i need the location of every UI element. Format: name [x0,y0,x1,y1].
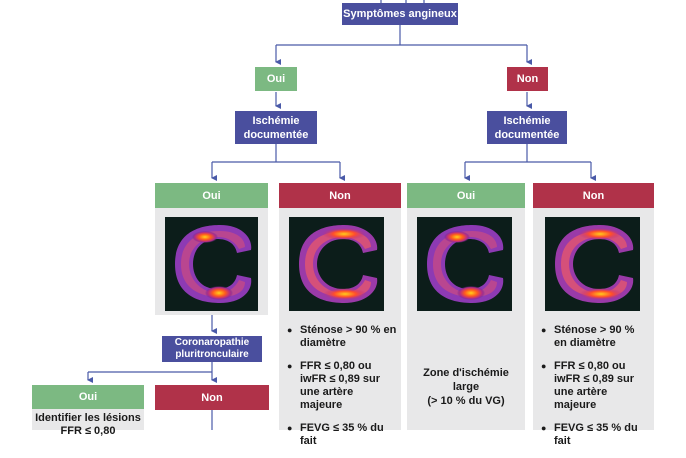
ischemie-documentee-right-box: Ischémie documentée [487,111,567,144]
non-box-level1: Non [507,67,548,91]
panel-header-label: Oui [202,189,221,202]
myocardial-perfusion-scan-image [545,217,640,311]
non-label: Non [516,73,539,85]
bottom-oui-panel: Oui Identifier les lésions FFR ≤ 0,80 [32,385,144,437]
oui-label: Oui [266,73,286,85]
criteria-item: Sténose > 90 % en diamètre [287,324,397,350]
criteria-item: FFR ≤ 0,80 ou iwFR ≤ 0,89 sur une artère… [541,360,649,412]
panel-header: Non [533,183,654,208]
zone-line: large [452,381,480,393]
bottom-oui-header: Oui [32,385,144,409]
criteria-item: FFR ≤ 0,80 ou iwFR ≤ 0,89 sur une artère… [287,360,397,412]
myocardial-perfusion-scan-image [417,217,512,311]
coronaropathie-box: Coronaropathie pluritronculaire [162,336,262,362]
criteria-item: Sténose > 90 % en diamètre [541,324,649,350]
panel-header: Non [279,183,401,208]
bottom-oui-label: Oui [78,391,98,403]
panel-header: Oui [407,183,525,208]
panel-header-label: Oui [456,189,476,202]
panel-oui-right: Oui Zone d'ischémie large (> 10 % du VG) [407,183,525,430]
myocardial-perfusion-scan-image [289,217,384,311]
panel-oui-left: Oui [155,183,268,315]
ischemie-left-label: Ischémie documentée [243,114,309,141]
symptomes-angineux-box: Symptômes angineux [342,3,458,25]
bottom-oui-line: FFR ≤ 0,80 [60,425,116,437]
root-label: Symptômes angineux [343,8,457,20]
panel-non-left: Non Sténose > 90 % en diamètre FFR ≤ 0,8… [279,183,401,447]
oui-box-level1: Oui [255,67,297,91]
zone-line: Zone d'ischémie [423,367,509,379]
coronaropathie-label: Coronaropathie pluritronculaire [174,337,250,360]
ischemie-right-label: Ischémie documentée [494,114,560,141]
ischemie-documentee-left-box: Ischémie documentée [235,111,317,144]
panel-non-right: Non Sténose > 90 % en diamètre FFR ≤ 0,8… [533,183,654,447]
bottom-non-box: Non [155,385,269,410]
panel-header: Oui [155,183,268,208]
connector-lines [87,0,596,430]
panel-header-label: Non [329,189,351,202]
criteria-item: FEVG ≤ 35 % du fait [541,422,649,448]
myocardial-perfusion-scan-image [165,217,258,311]
bottom-non-label: Non [201,391,223,404]
panel-header-label: Non [582,189,605,202]
zone-line: (> 10 % du VG) [427,395,505,407]
bottom-oui-text: Identifier les lésions FFR ≤ 0,80 [32,412,144,438]
bottom-oui-line: Identifier les lésions [35,412,141,424]
criteria-list: Sténose > 90 % en diamètre FFR ≤ 0,80 ou… [287,324,397,458]
criteria-item: FEVG ≤ 35 % du fait [287,422,397,448]
zone-ischemie-text: Zone d'ischémie large (> 10 % du VG) [407,366,525,408]
criteria-list: Sténose > 90 % en diamètre FFR ≤ 0,80 ou… [541,324,649,458]
